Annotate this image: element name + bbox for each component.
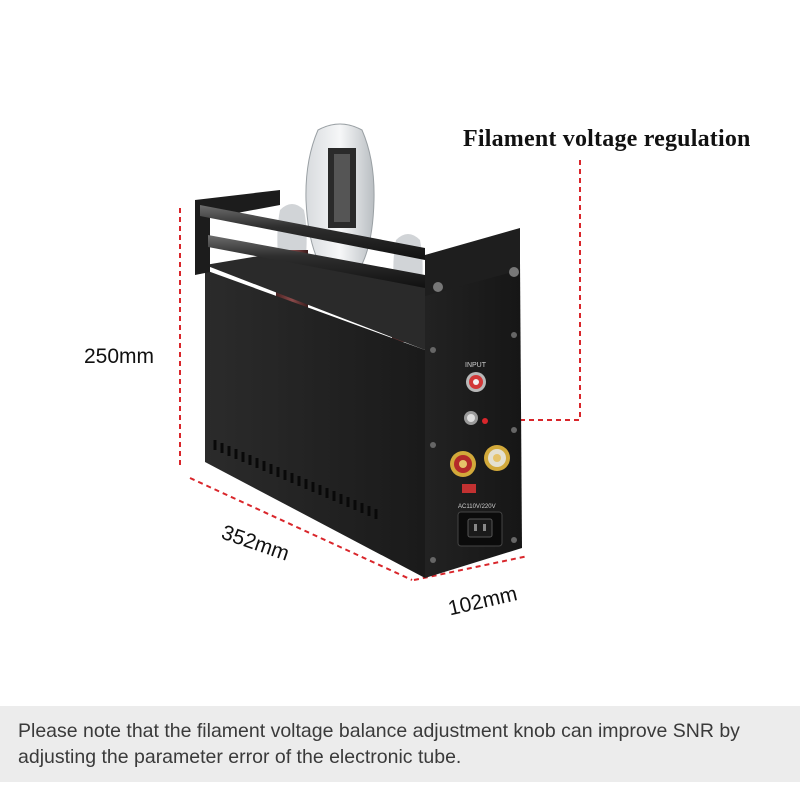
depth-dimension-line — [413, 555, 529, 581]
width-dimension-line — [189, 477, 413, 581]
chassis-side-panel — [205, 270, 425, 578]
top-rails — [200, 205, 519, 292]
note-text: Please note that the filament voltage ba… — [18, 720, 740, 768]
side-vent-slots — [213, 440, 378, 519]
filament-adjust-knob — [464, 411, 488, 425]
speaker-terminals — [450, 445, 510, 477]
note-box: Please note that the filament voltage ba… — [0, 706, 800, 782]
power-spec-label: AC110V/220V — [458, 504, 496, 510]
dimension-lines — [179, 160, 581, 581]
height-dimension-label: 250mm — [84, 345, 155, 368]
front-panel-screws — [430, 332, 517, 563]
power-section: AC110V/220V — [457, 484, 503, 547]
input-rca-jack: INPUT — [465, 362, 487, 392]
input-label: INPUT — [465, 362, 487, 369]
end-frame-top — [425, 228, 520, 296]
callout-title: Filament voltage regulation — [463, 126, 751, 152]
